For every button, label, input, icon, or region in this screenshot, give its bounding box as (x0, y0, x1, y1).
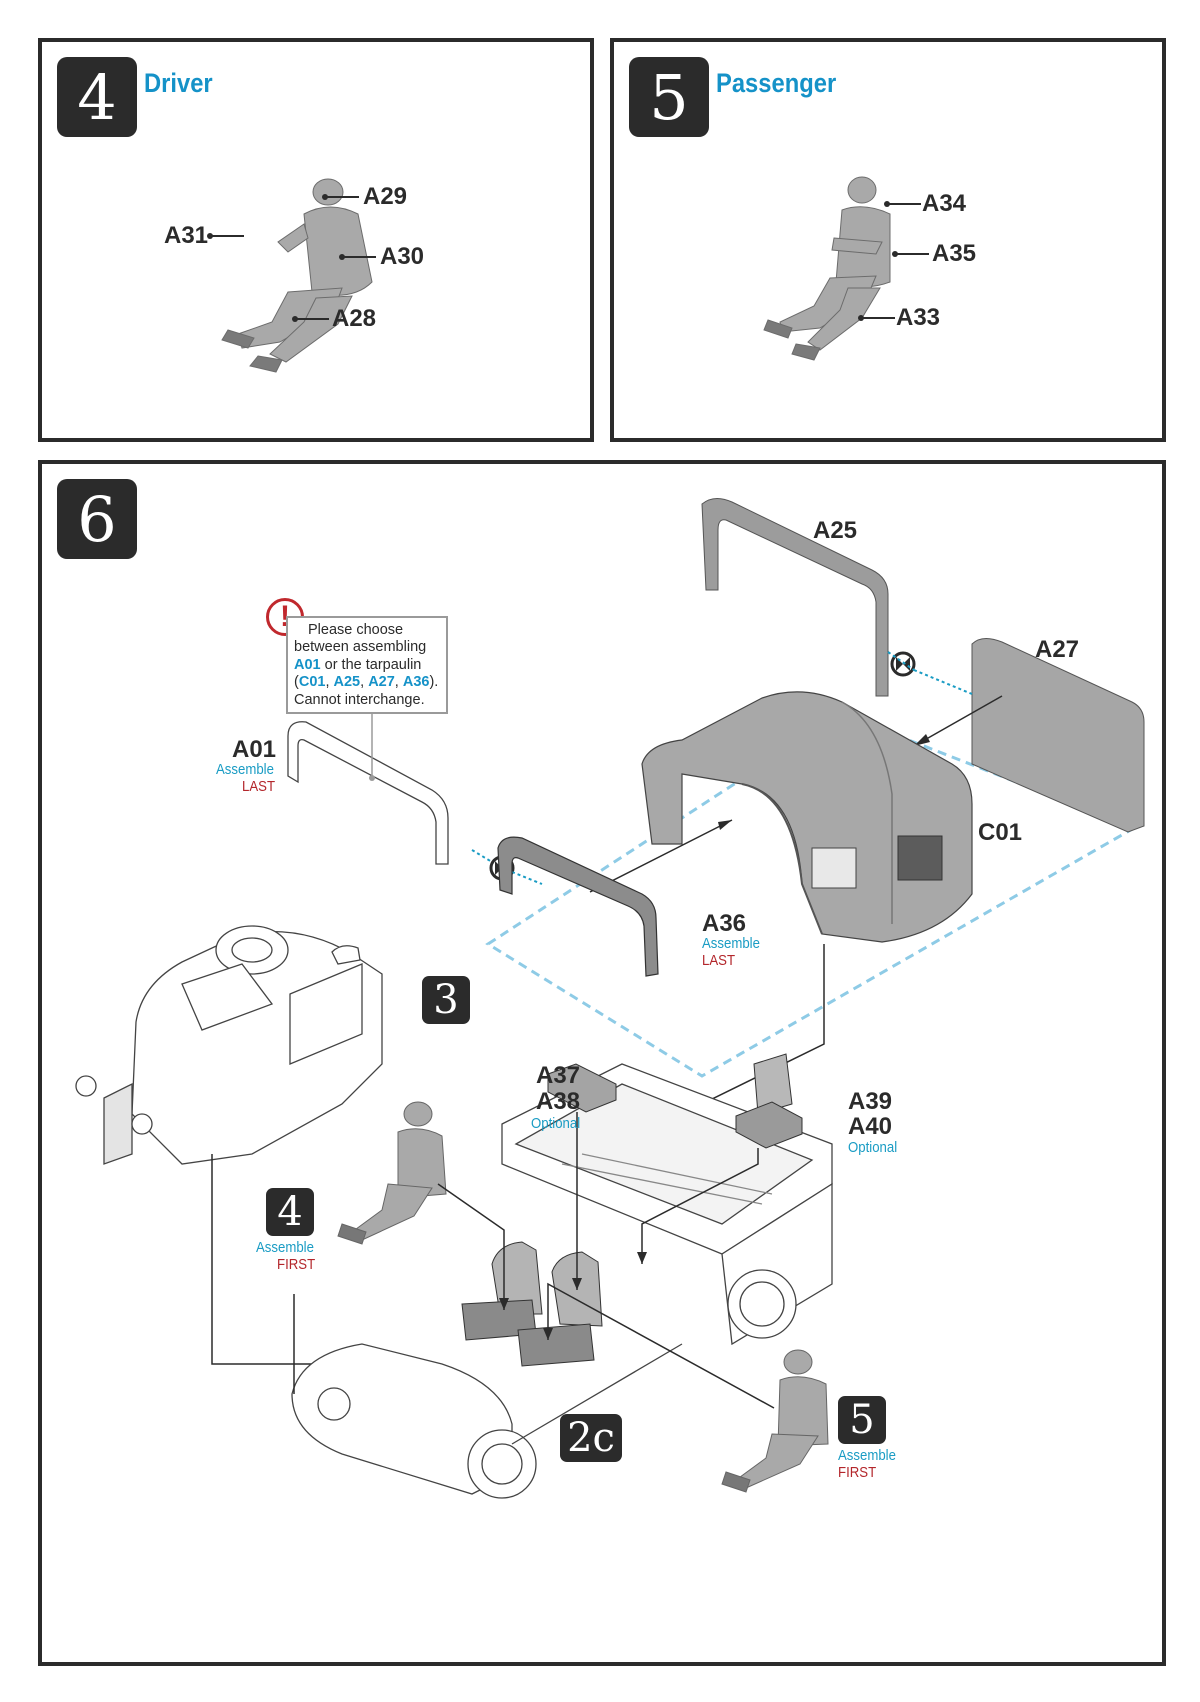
a01-last-note: LAST (242, 778, 276, 795)
part-a39-a40-shape (753, 1053, 793, 1115)
ref-step-2c-badge: 2c (560, 1414, 622, 1462)
part-label-a40: A40 (848, 1113, 893, 1140)
driver-figure-small (337, 1101, 447, 1245)
step-4-badge: 4 (57, 57, 137, 137)
leader-a35 (892, 251, 929, 257)
a39-a40-optional-note: Optional (848, 1139, 898, 1156)
front-seats-shape (461, 1241, 603, 1367)
leader-a34 (884, 201, 921, 207)
part-a37-a38-shape (547, 1063, 617, 1113)
step-6-assembly-illustration (75, 498, 1145, 1499)
driver-first-note: FIRST (277, 1256, 316, 1273)
leader-a31 (207, 233, 244, 239)
part-label-a30: A30 (380, 243, 425, 270)
leader-a30 (339, 254, 376, 260)
a36-last-note: LAST (702, 952, 736, 969)
passenger-figure-small (721, 1349, 829, 1493)
chassis-shape (291, 1343, 683, 1499)
cab-assembly-shape (75, 925, 383, 1165)
part-label-a29: A29 (363, 183, 408, 210)
glue-symbol (890, 651, 916, 677)
part-label-a27: A27 (1035, 636, 1080, 663)
part-label-a37: A37 (536, 1062, 581, 1089)
part-a36-shape (497, 836, 659, 977)
passenger-figure-illustration (763, 176, 891, 361)
part-label-a25: A25 (813, 517, 858, 544)
part-label-a28: A28 (332, 305, 377, 332)
step-4-panel: 4 Driver A29 A31 A30 A28 (38, 38, 594, 442)
part-label-a31: A31 (164, 222, 209, 249)
part-label-a36: A36 (702, 910, 747, 937)
tarpaulin-choice-warning: Please choose between assembling A01 or … (286, 616, 448, 714)
a36-assemble-note: Assemble (702, 935, 760, 952)
leader-a33 (858, 315, 895, 321)
step-6-panel: 6 (38, 460, 1166, 1666)
a01-assemble-note: Assemble (216, 761, 274, 778)
step-5-panel: 5 Passenger A34 A35 A33 (610, 38, 1166, 442)
step-5-badge: 5 (629, 57, 709, 137)
part-c01-shape (641, 691, 973, 943)
driver-figure-illustration (221, 178, 373, 373)
part-label-a34: A34 (922, 190, 967, 217)
part-label-a39: A39 (848, 1088, 893, 1115)
part-label-a33: A33 (896, 304, 941, 331)
ref-step-4-badge: 4 (266, 1188, 314, 1236)
step-4-title: Driver (144, 68, 213, 98)
step-6-badge: 6 (57, 479, 137, 559)
part-a27-shape (971, 638, 1145, 833)
a37-a38-optional-note: Optional (531, 1115, 581, 1132)
passenger-first-note: FIRST (838, 1464, 877, 1481)
part-label-a38: A38 (536, 1088, 581, 1115)
driver-assemble-note: Assemble (256, 1239, 314, 1256)
ref-step-5-badge: 5 (838, 1396, 886, 1444)
part-label-a01: A01 (232, 736, 277, 763)
part-a25-shape (701, 498, 889, 697)
ref-step-3-badge: 3 (422, 976, 470, 1024)
part-label-a35: A35 (932, 240, 977, 267)
leader-a29 (322, 194, 359, 200)
part-label-c01: C01 (978, 819, 1023, 846)
step-5-title: Passenger (716, 68, 837, 98)
passenger-assemble-note: Assemble (838, 1447, 896, 1464)
leader-a28 (292, 316, 329, 322)
part-a01-shape (287, 721, 449, 865)
